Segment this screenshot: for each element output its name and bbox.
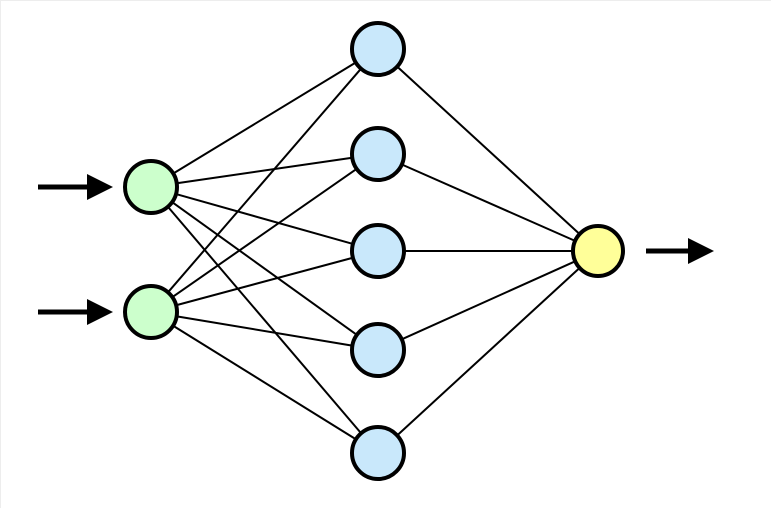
node-input-2[interactable]: [123, 284, 179, 340]
node-hidden-1[interactable]: [350, 21, 406, 77]
node-hidden-3[interactable]: [350, 223, 406, 279]
io-arrows-group: [38, 174, 714, 325]
edge-hidden-5-to-output-1: [397, 267, 580, 436]
input-arrow-bottom-head: [87, 299, 113, 325]
node-hidden-4[interactable]: [350, 322, 406, 378]
edge-input-2-to-hidden-1: [167, 68, 362, 293]
edge-hidden-1-to-output-1: [397, 66, 580, 235]
nodes-group: [123, 21, 625, 481]
edge-input-2-to-hidden-4: [177, 315, 352, 347]
node-output-1[interactable]: [571, 224, 625, 278]
edge-input-2-to-hidden-2: [172, 168, 357, 298]
node-hidden-5[interactable]: [350, 425, 406, 481]
edge-input-2-to-hidden-5: [173, 325, 356, 440]
edge-input-1-to-hidden-2: [177, 156, 352, 185]
edge-input-2-to-hidden-3: [176, 257, 353, 306]
output-arrow-head: [688, 238, 714, 264]
node-hidden-2[interactable]: [350, 126, 406, 182]
edge-input-1-to-hidden-1: [173, 62, 356, 174]
edge-hidden-4-to-output-1: [402, 260, 575, 340]
edge-input-1-to-hidden-3: [176, 193, 353, 245]
edge-hidden-2-to-output-1: [402, 163, 575, 242]
edge-input-1-to-hidden-4: [172, 201, 357, 336]
node-input-1[interactable]: [123, 159, 179, 215]
edge-input-1-to-hidden-5: [167, 206, 362, 434]
input-arrow-top-head: [87, 174, 113, 200]
edges-group: [167, 62, 580, 440]
